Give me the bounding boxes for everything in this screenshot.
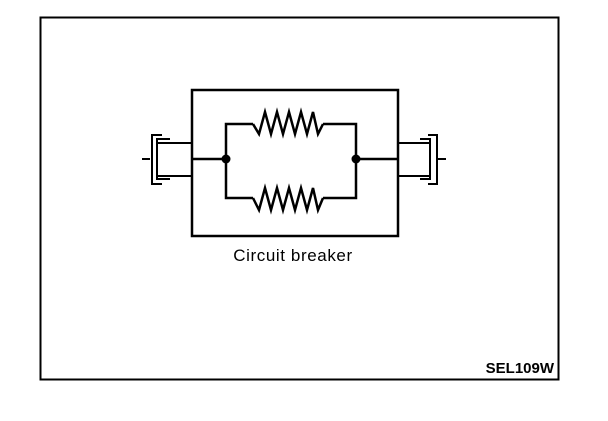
- right-junction-dot: [351, 154, 361, 164]
- figure-code: SEL109W: [486, 360, 555, 377]
- breaker-housing: [190, 88, 400, 238]
- right-clip-inner: [420, 138, 431, 180]
- upper-resistor: [251, 107, 325, 139]
- lower-resistor: [251, 183, 325, 215]
- lower-right-wire: [323, 159, 358, 200]
- figure-frame: [39, 16, 560, 381]
- upper-right-wire: [323, 122, 358, 159]
- right-terminal: [398, 134, 446, 185]
- left-terminal: [142, 134, 192, 185]
- right-clip-outer: [428, 134, 438, 185]
- left-junction-dot: [221, 154, 231, 164]
- internal-wiring: [192, 122, 398, 200]
- lower-left-wire: [224, 159, 253, 200]
- left-clip-inner: [156, 138, 170, 180]
- upper-left-wire: [224, 122, 253, 159]
- diagram-caption: Circuit breaker: [233, 246, 353, 265]
- left-clip-outer: [151, 134, 162, 185]
